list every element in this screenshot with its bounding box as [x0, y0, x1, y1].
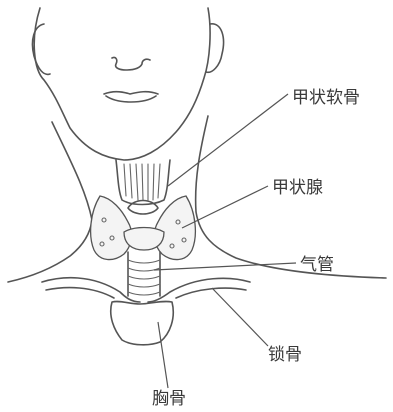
label-thyroid-cartilage: 甲状软骨 — [292, 88, 360, 108]
head-outline — [32, 8, 223, 160]
face-features — [104, 57, 158, 102]
trachea-shape — [128, 252, 160, 296]
clavicles — [42, 278, 250, 302]
label-sternum: 胸骨 — [152, 389, 186, 409]
label-thyroid-gland: 甲状腺 — [272, 178, 323, 198]
sternum-shape — [111, 301, 174, 344]
label-trachea: 气管 — [300, 255, 334, 275]
label-clavicle: 锁骨 — [268, 345, 302, 365]
thyroid-cartilage-shape — [116, 160, 170, 214]
thyroid-gland-shape — [91, 196, 196, 260]
